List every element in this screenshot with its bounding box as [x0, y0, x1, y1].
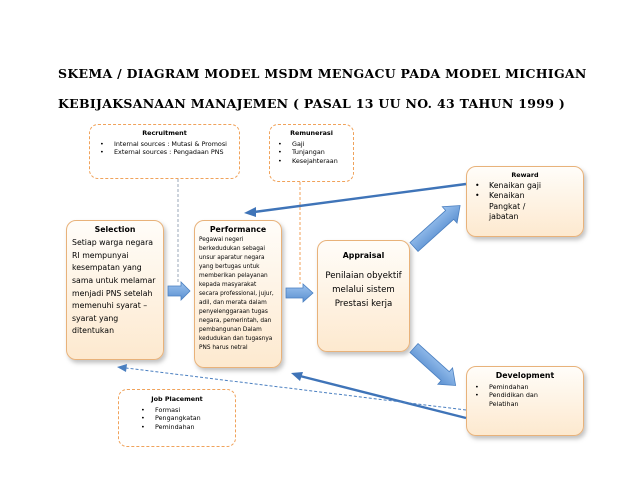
remunerasi-item: Tunjangan [274, 148, 349, 157]
performance-title: Performance [209, 225, 267, 234]
reward-feedback-line [253, 182, 467, 214]
remunerasi-item: Gaji [274, 140, 349, 149]
reward-box: Reward Kenaikan gaji Kenaikan Pangkat / … [466, 166, 584, 237]
remunerasi-title: Remunerasi [290, 129, 333, 137]
job-placement-title: Job Placement [151, 395, 203, 403]
reward-item: Kenaikan Pangkat / jabatan [471, 191, 579, 222]
development-title: Development [495, 371, 555, 380]
performance-text: Pegawai negeri berkedudukan sebagai unsu… [199, 237, 274, 351]
remunerasi-item: Kesejahteraan [274, 157, 349, 166]
job-placement-item: Pemindahan [137, 423, 229, 432]
job-placement-item: Pengangkatan [137, 414, 229, 423]
development-item: Pendidikan dan Pelatihan [471, 391, 579, 408]
selection-title: Selection [94, 225, 136, 234]
development-feedback-line [299, 374, 467, 420]
appraisal-box: Appraisal Penilaian obyektif melalui sis… [317, 240, 410, 352]
diagram-title: SKEMA / DIAGRAM MODEL MSDM MENGACU PADA … [58, 66, 587, 81]
development-to-selection-connector [125, 367, 467, 411]
development-box: Development Pemindahan Pendidikan dan Pe… [466, 366, 584, 436]
performance-to-appraisal-arrow [285, 283, 314, 303]
job-placement-item: Formasi [137, 406, 229, 415]
recruitment-box: Recruitment Internal sources : Mutasi & … [89, 124, 240, 179]
recruitment-item: Internal sources : Mutasi & Promosi [96, 140, 233, 149]
appraisal-text: Penilaian obyektif melalui sistem Presta… [325, 271, 402, 309]
selection-box: Selection Setiap warga negara RI mempuny… [66, 220, 164, 360]
development-to-selection-arrowhead [117, 364, 127, 372]
reward-feedback-arrowhead [244, 207, 256, 217]
development-feedback-arrowhead [291, 372, 303, 381]
reward-item: Kenaikan gaji [471, 181, 579, 192]
diagram-subtitle: KEBIJAKSANAAN MANAJEMEN ( PASAL 13 UU NO… [58, 96, 566, 111]
remunerasi-box: Remunerasi Gaji Tunjangan Kesejahteraan [269, 124, 354, 182]
recruitment-item: External sources : Pengadaan PNS [96, 148, 233, 157]
job-placement-box: Job Placement Formasi Pengangkatan Pemin… [118, 389, 236, 447]
appraisal-to-development-arrow [409, 342, 457, 386]
selection-text: Setiap warga negara RI mempunyai kesempa… [72, 238, 156, 336]
performance-box: Performance Pegawai negeri berkedudukan … [194, 220, 282, 368]
appraisal-title: Appraisal [342, 251, 385, 260]
recruitment-title: Recruitment [142, 129, 187, 137]
reward-title: Reward [511, 171, 539, 179]
development-item: Pemindahan [471, 383, 579, 392]
selection-to-performance-arrow [167, 281, 191, 301]
appraisal-to-reward-arrow [409, 205, 461, 253]
